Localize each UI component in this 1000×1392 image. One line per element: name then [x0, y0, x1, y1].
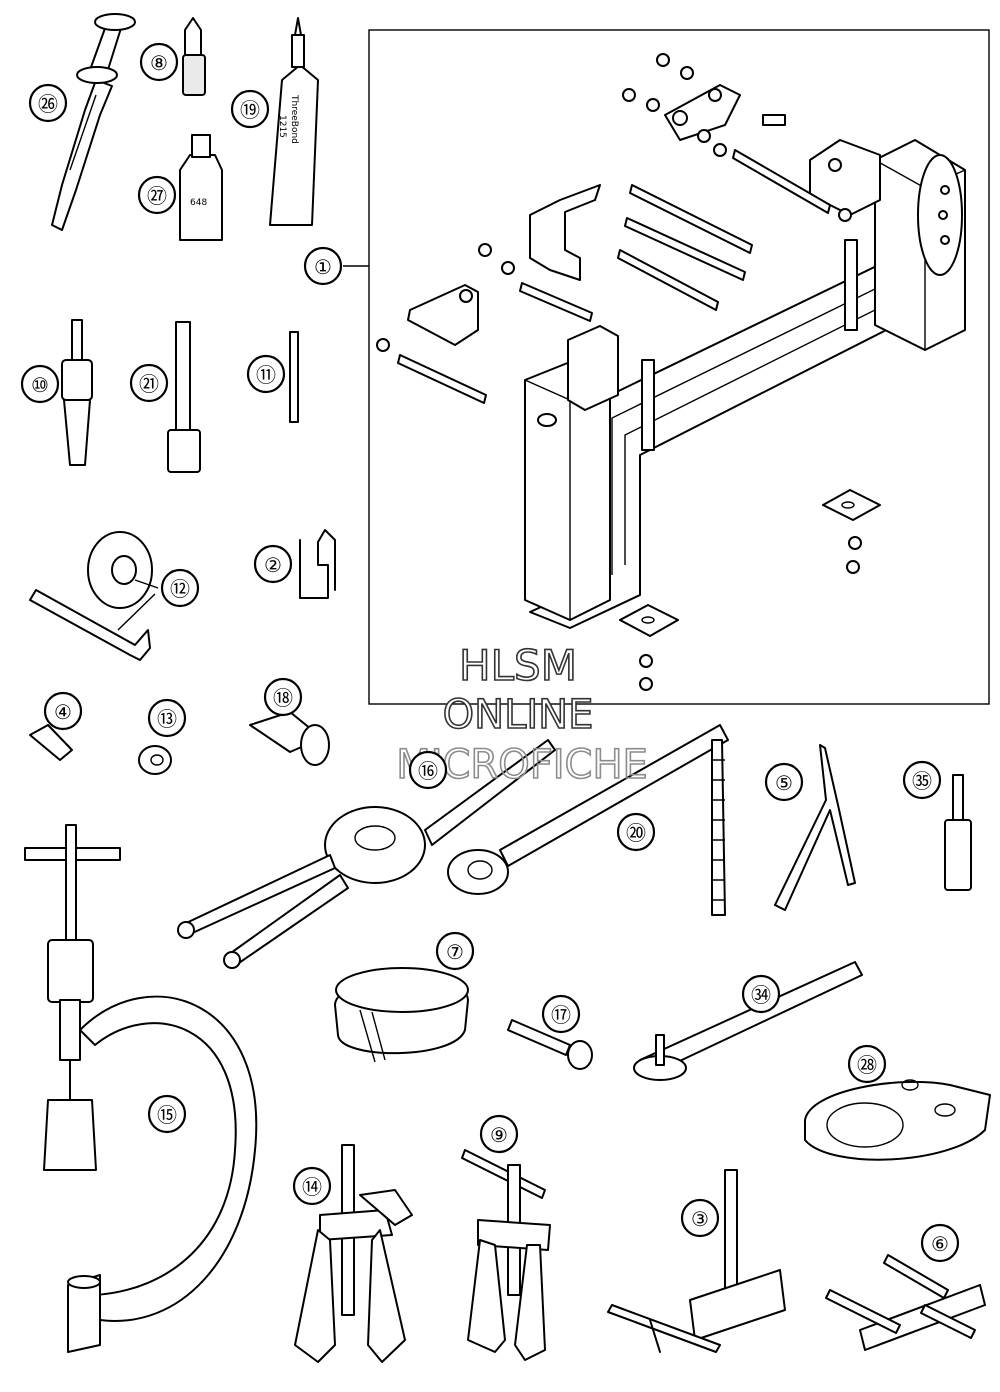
- engine-stand-kit-frame: [368, 29, 990, 705]
- callout-12-label: ⑫: [170, 577, 190, 601]
- watermark: HLSM ONLINE MICROFICHE: [395, 640, 648, 789]
- holding-spanner-34: [633, 961, 863, 1081]
- syringe-tool: [51, 13, 136, 231]
- callout-9-label: ⑨: [490, 1123, 508, 1147]
- callout-35: ㉟: [902, 760, 942, 800]
- callout-18: ⑱: [263, 677, 303, 717]
- callout-10-label: ⑩: [31, 373, 49, 397]
- callout-1: ①: [303, 246, 343, 286]
- bearing-puller-6: [825, 1254, 986, 1351]
- callout-7-label: ⑦: [446, 940, 464, 964]
- callout-5: ⑤: [764, 762, 804, 802]
- callout-16-label: ⑯: [418, 759, 438, 783]
- clip-tool-2: [299, 529, 336, 599]
- puller-tool-10: [61, 319, 93, 466]
- chain-wrench-20: [447, 724, 729, 916]
- drift-tool-21: [167, 321, 201, 473]
- callout-4: ④: [43, 691, 83, 731]
- valve-spring-compressor-15: [24, 824, 258, 1353]
- callout-14: ⑭: [292, 1166, 332, 1206]
- callout-26-label: ㉖: [38, 92, 58, 116]
- callout-15: ⑮: [147, 1094, 187, 1134]
- callout-18-label: ⑱: [273, 686, 293, 710]
- callout-17: ⑰: [541, 994, 581, 1034]
- callout-11-label: ⑪: [256, 363, 276, 387]
- callout-3-label: ③: [691, 1207, 709, 1231]
- adapter-tool-18: [249, 711, 330, 766]
- tube-number-label: 1215: [277, 115, 287, 138]
- callout-6: ⑥: [920, 1223, 960, 1263]
- ring-compressor-7: [334, 967, 469, 1063]
- callout-28-label: ㉘: [857, 1053, 877, 1077]
- callout-13: ⑬: [147, 698, 187, 738]
- bolt-spacer-12: [29, 531, 159, 661]
- small-bottle-8: [182, 17, 206, 96]
- callout-34: ㉞: [741, 974, 781, 1014]
- callout-20: ⑳: [616, 812, 656, 852]
- callout-6-label: ⑥: [931, 1232, 949, 1256]
- watermark-line-2: ONLINE: [443, 692, 594, 738]
- callout-12: ⑫: [160, 568, 200, 608]
- callout-10: ⑩: [20, 364, 60, 404]
- circlip-pliers-5: [774, 744, 856, 911]
- callout-21: ㉑: [129, 363, 169, 403]
- callout-11: ⑪: [246, 354, 286, 394]
- clutch-holder-28: [804, 1079, 991, 1161]
- callout-13-label: ⑬: [157, 707, 177, 731]
- callout-16: ⑯: [408, 750, 448, 790]
- callout-27-label: ㉗: [147, 184, 167, 208]
- crankshaft-puller-16: [177, 739, 556, 969]
- callout-9: ⑨: [479, 1114, 519, 1154]
- callout-15-label: ⑮: [157, 1103, 177, 1127]
- callout-7: ⑦: [435, 931, 475, 971]
- callout-35-label: ㉟: [912, 769, 932, 793]
- two-arm-puller-14: [294, 1144, 413, 1363]
- sealant-tube-19: ThreeBond 1215: [269, 17, 319, 226]
- callout-34-label: ㉞: [751, 983, 771, 1007]
- callout-8: ⑧: [139, 42, 179, 82]
- tapered-sleeve-4: [29, 724, 73, 761]
- callout-20-label: ⑳: [626, 821, 646, 845]
- pin-tool-11: [289, 331, 299, 423]
- callout-3: ③: [680, 1198, 720, 1238]
- callout-5-label: ⑤: [775, 771, 793, 795]
- callout-19-label: ⑲: [240, 98, 260, 122]
- callout-28: ㉘: [847, 1044, 887, 1084]
- pin-base-35: [944, 774, 972, 891]
- ring-tool-13: [138, 745, 172, 775]
- engine-stand-assembly: [376, 53, 966, 691]
- valve-tool-17: [507, 1019, 593, 1070]
- tube-brand-label: ThreeBond: [289, 94, 299, 144]
- locking-compound-bottle-27: 648: [179, 134, 223, 241]
- callout-27: ㉗: [137, 175, 177, 215]
- callout-2: ②: [253, 544, 293, 584]
- three-arm-puller-9: [461, 1149, 551, 1361]
- watermark-line-1: HLSM: [459, 641, 577, 690]
- bottle-label-648: 648: [190, 198, 207, 208]
- callout-21-label: ㉑: [139, 372, 159, 396]
- callout-1-label: ①: [314, 255, 332, 279]
- callout-2-label: ②: [264, 553, 282, 577]
- callout-26: ㉖: [28, 83, 68, 123]
- callout-14-label: ⑭: [302, 1175, 322, 1199]
- callout-4-label: ④: [54, 700, 72, 724]
- press-tool-3: [607, 1169, 786, 1353]
- callout-17-label: ⑰: [551, 1003, 571, 1027]
- callout-8-label: ⑧: [150, 51, 168, 75]
- callout-19: ⑲: [230, 89, 270, 129]
